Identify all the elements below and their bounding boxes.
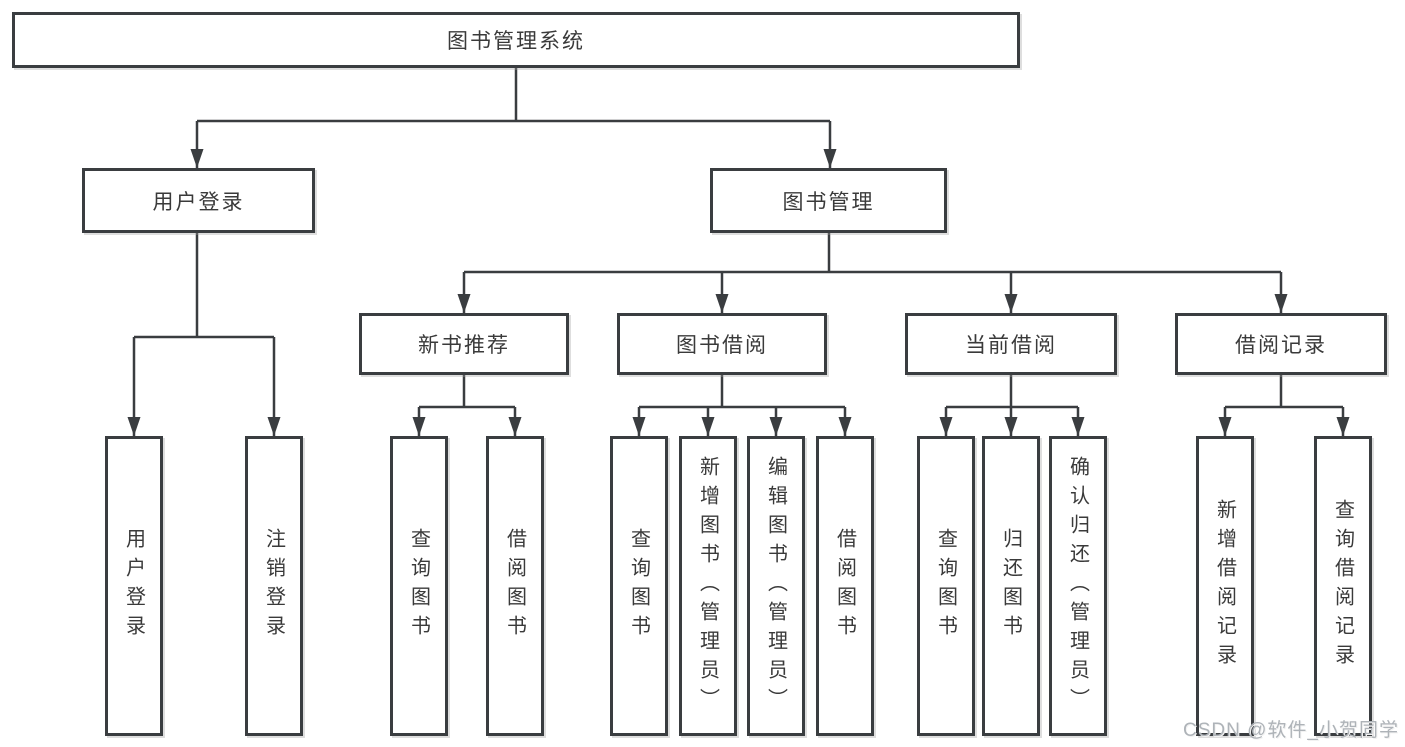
node-book-management-module: 图书管理: [710, 168, 947, 233]
leaf-user-login: 用户登录: [105, 436, 163, 736]
node-current-borrow: 当前借阅: [905, 313, 1117, 375]
node-label: 新增图书（管理员）: [696, 455, 719, 717]
node-book-borrow: 图书借阅: [617, 313, 827, 375]
node-label: 确认归还（管理员）: [1066, 455, 1089, 717]
node-label: 借阅图书: [503, 528, 526, 644]
leaf-query-books-2: 查询图书: [610, 436, 668, 736]
node-label: 查询图书: [627, 528, 650, 644]
leaf-borrow-books-1: 借阅图书: [486, 436, 544, 736]
node-new-book-recommend: 新书推荐: [359, 313, 569, 375]
node-label: 图书管理: [782, 190, 875, 214]
node-label: 注销登录: [262, 528, 285, 644]
node-label: 借阅图书: [833, 528, 856, 644]
leaf-return-books: 归还图书: [982, 436, 1040, 736]
node-label: 查询借阅记录: [1331, 499, 1354, 673]
leaf-query-books-3: 查询图书: [917, 436, 975, 736]
leaf-query-books-1: 查询图书: [390, 436, 448, 736]
csdn-watermark: CSDN @软件_小贺同学: [1183, 720, 1399, 741]
node-label: 用户登录: [152, 190, 245, 214]
node-label: 图书管理系统: [447, 30, 585, 53]
node-borrow-records: 借阅记录: [1175, 313, 1387, 375]
node-root-system: 图书管理系统: [12, 12, 1020, 68]
node-user-login-module: 用户登录: [82, 168, 315, 233]
leaf-add-borrow-record: 新增借阅记录: [1196, 436, 1254, 736]
leaf-confirm-return-admin: 确认归还（管理员）: [1049, 436, 1107, 736]
leaf-edit-books-admin: 编辑图书（管理员）: [747, 436, 805, 736]
node-label: 查询图书: [934, 528, 957, 644]
node-label: 归还图书: [999, 528, 1022, 644]
node-label: 新增借阅记录: [1213, 499, 1236, 673]
node-label: 借阅记录: [1235, 334, 1327, 357]
leaf-query-borrow-record: 查询借阅记录: [1314, 436, 1372, 736]
leaf-add-books-admin: 新增图书（管理员）: [679, 436, 737, 736]
node-label: 编辑图书（管理员）: [764, 455, 787, 717]
leaf-borrow-books-2: 借阅图书: [816, 436, 874, 736]
node-label: 图书借阅: [676, 334, 768, 357]
leaf-logout: 注销登录: [245, 436, 303, 736]
node-label: 查询图书: [407, 528, 430, 644]
node-label: 新书推荐: [418, 334, 510, 357]
node-label: 用户登录: [122, 528, 145, 644]
node-label: 当前借阅: [965, 334, 1057, 357]
